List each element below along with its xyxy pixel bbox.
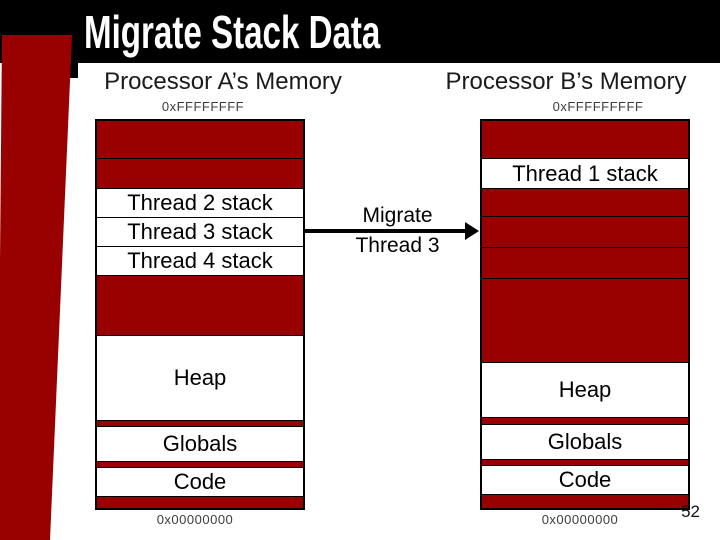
right-memory-title: Processor B’s Memory bbox=[445, 68, 687, 95]
left-top-address: 0xFFFFFFFF bbox=[161, 99, 245, 114]
memory-segment-reserved bbox=[482, 459, 688, 465]
memory-segment-reserved bbox=[97, 461, 303, 467]
memory-segment-heap: Heap bbox=[482, 362, 688, 417]
segment-label: Globals bbox=[162, 431, 238, 456]
memory-segment-reserved bbox=[482, 417, 688, 424]
memory-segment-thread-2-stack: Thread 2 stack bbox=[97, 188, 303, 217]
memory-segment-reserved bbox=[482, 121, 688, 158]
memory-segment-reserved bbox=[482, 494, 688, 508]
segment-label: Heap bbox=[173, 365, 227, 390]
migration-arrow-line bbox=[305, 229, 467, 233]
left-memory-title: Processor A’s Memory bbox=[104, 68, 342, 95]
memory-segment-reserved bbox=[97, 158, 303, 188]
segment-label: Thread 2 stack bbox=[127, 190, 273, 215]
memory-segment-reserved bbox=[97, 121, 303, 158]
segment-label: Thread 1 stack bbox=[512, 160, 658, 186]
segment-label: Heap bbox=[558, 377, 612, 402]
slide-title: Migrate Stack Data bbox=[84, 6, 381, 58]
memory-segment-heap: Heap bbox=[97, 335, 303, 420]
segment-label: Code bbox=[173, 469, 227, 494]
page-number: 52 bbox=[681, 502, 700, 521]
segment-label: Code bbox=[558, 467, 612, 492]
migration-label-line2: Thread 3 bbox=[355, 234, 440, 257]
migration-label-line1: Migrate bbox=[362, 204, 433, 227]
memory-segment-code: Code bbox=[482, 465, 688, 494]
left-bottom-address: 0x00000000 bbox=[156, 512, 234, 527]
right-top-address: 0xFFFFFFFFF bbox=[552, 99, 644, 114]
memory-segment-globals: Globals bbox=[97, 426, 303, 461]
memory-segment-reserved bbox=[482, 247, 688, 278]
memory-segment-reserved bbox=[97, 420, 303, 426]
title-bar bbox=[0, 0, 720, 63]
segment-label: Thread 3 stack bbox=[127, 219, 273, 244]
memory-segment-reserved bbox=[482, 278, 688, 362]
migration-arrow-head-icon bbox=[465, 222, 479, 240]
right-bottom-address: 0x00000000 bbox=[541, 512, 619, 527]
memory-segment-thread-4-stack: Thread 4 stack bbox=[97, 246, 303, 275]
segment-label: Globals bbox=[547, 429, 623, 454]
memory-segment-globals: Globals bbox=[482, 424, 688, 459]
memory-segment-thread-1-stack: Thread 1 stack bbox=[482, 158, 688, 188]
red-sidebar-decoration bbox=[0, 35, 72, 540]
segment-label: Thread 4 stack bbox=[127, 248, 273, 273]
memory-segment-reserved bbox=[482, 188, 688, 216]
memory-segment-code: Code bbox=[97, 467, 303, 496]
memory-segment-reserved bbox=[482, 216, 688, 247]
memory-segment-reserved bbox=[97, 275, 303, 335]
memory-segment-reserved bbox=[97, 496, 303, 508]
memory-segment-thread-3-stack: Thread 3 stack bbox=[97, 217, 303, 246]
